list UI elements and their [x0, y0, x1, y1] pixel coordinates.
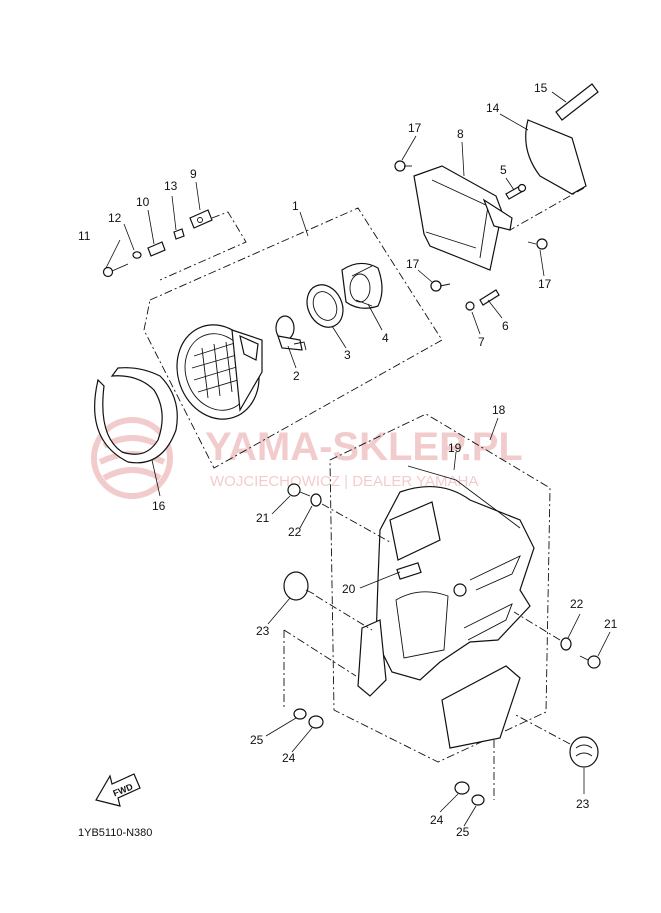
- collar-25-bottom: [471, 794, 485, 806]
- nut-24-bottom: [454, 781, 470, 795]
- callout-labels: 1 2 3 4 5 6 7 8 9 10 11 12 13 14 15 16 1…: [78, 81, 618, 839]
- callout-11: 11: [78, 229, 91, 243]
- watermark-title: YAMA-SKLEP.PL: [205, 425, 523, 469]
- adjusting-screw-6: [479, 289, 500, 306]
- bolt-21-left: [287, 483, 311, 497]
- bolt-17-right: [527, 238, 548, 250]
- callout-20: 20: [342, 582, 356, 596]
- washer-22-left: [310, 493, 322, 507]
- bolt-21-leader-dash-right: [513, 611, 561, 641]
- callout-3: 3: [344, 348, 351, 362]
- callout-9: 9: [190, 167, 197, 181]
- bolt-21-right: [579, 655, 601, 669]
- headlight-rim: [94, 367, 178, 464]
- callout-22-right: 22: [570, 597, 584, 611]
- left-side-panel: [357, 619, 387, 697]
- callout-25-left: 25: [250, 733, 264, 747]
- callout-7: 7: [478, 335, 485, 349]
- lower-panel: [441, 665, 521, 749]
- callout-17-right: 17: [538, 277, 552, 291]
- left-parts-leader-dash: [159, 211, 247, 281]
- callout-21-right: 21: [604, 617, 618, 631]
- grommet-23-leader-dash-left: [315, 595, 373, 631]
- washer-7: [465, 301, 475, 311]
- bolt-11: [102, 263, 129, 278]
- grommet-23-left: [283, 571, 315, 601]
- fwd-arrow-icon: FWD: [95, 773, 141, 807]
- callout-18: 18: [492, 403, 506, 417]
- bolt-17-lower: [430, 280, 451, 292]
- socket-cover: [341, 262, 383, 309]
- leader-lines: [105, 91, 611, 827]
- callout-10: 10: [136, 195, 150, 209]
- washer-22-right: [560, 637, 572, 651]
- cover-leader-dash: [509, 187, 585, 231]
- headlight-unit: [176, 324, 263, 420]
- screw-5: [505, 183, 527, 200]
- bolt-17-upper: [394, 160, 412, 172]
- bulb-holder-ring: [306, 284, 344, 328]
- watermark: YAMA-SKLEP.PL WOJCIECHOWICZ | DEALER YAM…: [91, 417, 523, 499]
- headlight-bulb: [275, 315, 307, 351]
- callout-12: 12: [108, 211, 122, 225]
- callout-17-upper: 17: [408, 121, 422, 135]
- callout-4: 4: [382, 331, 389, 345]
- callout-22-left: 22: [288, 525, 302, 539]
- callout-1: 1: [292, 199, 299, 213]
- cable-tie: [555, 83, 599, 121]
- headlight-cover-group-outline: [329, 413, 551, 763]
- washer-12: [132, 251, 142, 259]
- callout-23-right: 23: [576, 797, 590, 811]
- callout-16: 16: [152, 499, 166, 513]
- part-10: [147, 241, 166, 257]
- callout-15: 15: [534, 81, 548, 95]
- callout-24-bottom: 24: [430, 813, 444, 827]
- callout-19: 19: [448, 441, 462, 455]
- callout-2: 2: [293, 369, 300, 383]
- nut-24-left: [308, 715, 324, 729]
- callout-24-left: 24: [282, 751, 296, 765]
- callout-14: 14: [486, 101, 500, 115]
- bolt-21-leader-dash-left: [321, 503, 391, 543]
- callout-6: 6: [502, 319, 509, 333]
- diagram-code: 1YB5110-N380: [78, 827, 152, 839]
- callout-23-left: 23: [256, 624, 270, 638]
- graphic-19: [407, 465, 521, 529]
- emblem-20: [396, 562, 422, 580]
- grommet-23-right: [569, 736, 599, 768]
- headlight-assembly-group-outline: [143, 207, 443, 469]
- part-9: [189, 209, 213, 229]
- callout-5: 5: [500, 163, 507, 177]
- callout-21-left: 21: [256, 511, 270, 525]
- callout-8: 8: [457, 127, 464, 141]
- callout-13: 13: [164, 179, 178, 193]
- cover-plate: [525, 119, 587, 195]
- callout-25-bottom: 25: [456, 825, 470, 839]
- collar-25-left: [293, 708, 307, 720]
- callout-17-lower: 17: [406, 257, 420, 271]
- nut-24-leader-dash-left: [283, 629, 357, 708]
- grommet-23-leader-dash-right: [513, 713, 571, 745]
- headlight-stay: [413, 165, 513, 271]
- part-13: [173, 228, 185, 240]
- headlight-cover-body: [375, 486, 535, 681]
- watermark-subtitle: WOJCIECHOWICZ | DEALER YAMAHA: [210, 473, 478, 490]
